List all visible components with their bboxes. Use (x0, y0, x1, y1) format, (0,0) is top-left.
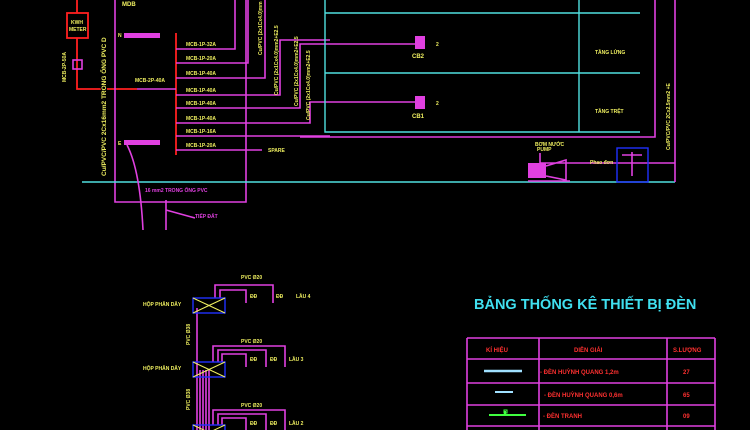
breaker-label: MCB-1P-32A (186, 42, 216, 48)
mdb-enclosure (114, 0, 247, 203)
cb2-count: 2 (436, 42, 439, 48)
table-header: KÍ HIỆU (486, 346, 508, 354)
cable-label: Cu/PVC (2x1Cx4.0)mm (258, 1, 264, 55)
grounding-label: TIẾP ĐẤT (195, 213, 218, 220)
breaker-label: MCB-1P-20A (186, 56, 216, 62)
supply-line: KWH METER MCB-2P-50A (62, 0, 137, 90)
floor-label: LẦU 4 (296, 293, 311, 300)
picture-light-symbol-head (503, 409, 508, 414)
float-switch-icon (622, 152, 642, 176)
outlet-label: ĐĐ (270, 357, 278, 363)
outlet-label: ĐĐ (270, 421, 278, 427)
table-cell: - ĐÈN HUỲNH QUANG 1,2m (540, 368, 619, 376)
table-cell: 65 (683, 393, 690, 399)
breaker-label: MCB-1P-40A (186, 116, 216, 122)
floor-label-mezzanine: TẦNG LỬNG (595, 49, 625, 56)
breaker-label: MCB-1P-16A (186, 129, 216, 135)
meter-label-2: METER (69, 27, 87, 33)
cb1-count: 2 (436, 101, 439, 107)
earth-bar (124, 140, 160, 145)
pump-cable-label: Cu/PVC/PVC 2Cx2.5mm2 +E (666, 83, 672, 150)
ground-rods (126, 144, 196, 231)
riser-wires (300, 0, 676, 182)
cable-label: Cu/PVC (2x1Cx4.0)mm2+E2.5 (274, 25, 280, 95)
float-switch-box (616, 147, 649, 183)
cb2-panel (415, 36, 425, 49)
equipment-table: KÍ HIỆU DIỄN GIẢI S.LƯỢNG - ĐÈN HUỲNH QU… (466, 337, 716, 430)
table-cell: 27 (683, 370, 690, 376)
earth-label: E (118, 141, 122, 147)
table-title: BẢNG THỐNG KÊ THIẾT BỊ ĐÈN (474, 295, 696, 313)
kwh-meter (66, 12, 89, 39)
conduit-label: PVC Ø38 (186, 324, 192, 345)
cable-label: Cu/PVC (2x1Cx4.0)mm2+E2.5 (306, 50, 312, 120)
pump-icon (528, 153, 675, 182)
conduit-label: PVC Ø38 (186, 389, 192, 410)
table-header: S.LƯỢNG (673, 348, 702, 354)
junction-box-label: HỘP PHÂN DÂY (143, 364, 182, 372)
floor-label: LẦU 2 (289, 420, 304, 427)
distribution-riser (196, 284, 286, 430)
breaker-label: MCB-1P-40A (186, 101, 216, 107)
outlet-label: ĐĐ (250, 357, 258, 363)
main-breaker-label: MCB-2P-50A (62, 52, 68, 82)
spare-label: SPARE (268, 148, 286, 154)
cb1-label: CB1 (412, 114, 425, 120)
neutral-bar (124, 33, 160, 38)
supply-cable-label: Cu/PVC/PVC 2Cx16mm2 TRONG ỐNG PVC D (98, 37, 108, 176)
breaker-label: MCB-1P-40A (186, 71, 216, 77)
table-header: DIỄN GIẢI (574, 347, 603, 354)
outlet-label: ĐĐ (250, 294, 258, 300)
conduit-label: PVC Ø20 (241, 403, 262, 409)
cb1-panel (415, 96, 425, 109)
junction-box-3 (192, 361, 226, 378)
table-cell: 09 (683, 414, 690, 420)
pump-label: BƠM NƯỚC (535, 140, 564, 148)
junction-box-2 (192, 424, 226, 430)
incomer-label: MCB-2P-40A (135, 78, 165, 84)
floor-label-ground: TẦNG TRỆT (595, 107, 624, 115)
breaker-label: MCB-1P-20A (186, 143, 216, 149)
pump-label-2: PUMP (537, 147, 552, 153)
junction-box-label: HỘP PHÂN DÂY (143, 300, 182, 308)
outlet-label: ĐĐ (250, 421, 258, 427)
main-breaker-symbol (72, 59, 83, 70)
outlet-label: ĐĐ (276, 294, 284, 300)
float-switch-label: Phao đơn (590, 160, 613, 166)
table-cell: - ĐÈN HUỲNH QUANG 0,6m (544, 391, 623, 399)
conduit-label: PVC Ø20 (241, 275, 262, 281)
junction-box-4 (192, 297, 226, 314)
cb2-label: CB2 (412, 54, 425, 60)
earth-cable-label: 16 mm2 TRONG ỐNG PVC (145, 187, 208, 194)
meter-label: KWH (71, 20, 83, 26)
floor-label: LẦU 3 (289, 356, 304, 363)
mdb-title: MDB (122, 2, 136, 8)
table-cell: - ĐÈN TRANH (543, 412, 582, 420)
breaker-label: MCB-1P-40A (186, 88, 216, 94)
cable-label: Cu/PVC (2x1Cx4.0)mm2+E2.5 (294, 36, 300, 106)
conduit-label: PVC Ø20 (241, 339, 262, 345)
floor-grid (324, 0, 640, 133)
neutral-label: N (118, 33, 122, 39)
breaker-rows: MCB-1P-32A MCB-1P-20A MCB-1P-40A MCB-1P-… (176, 0, 415, 151)
